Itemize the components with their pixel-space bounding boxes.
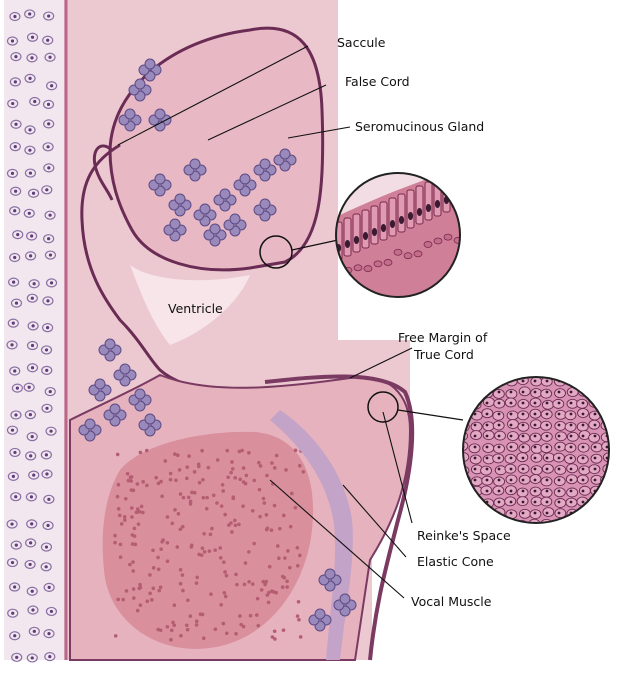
false-cord-label: False Cord: [345, 74, 410, 89]
free-margin-label-line1: Free Margin of: [398, 330, 488, 345]
free-margin-label-line2: True Cord: [413, 347, 474, 362]
saccule-label: Saccule: [337, 35, 386, 50]
ventricle-label: Ventricle: [168, 301, 223, 316]
seromucinous-gland-label: Seromucinous Gland: [355, 119, 484, 134]
reinkes-space-label: Reinke's Space: [417, 528, 511, 543]
elastic-cone-label: Elastic Cone: [417, 554, 494, 569]
vocal-muscle-label: Vocal Muscle: [411, 594, 492, 609]
